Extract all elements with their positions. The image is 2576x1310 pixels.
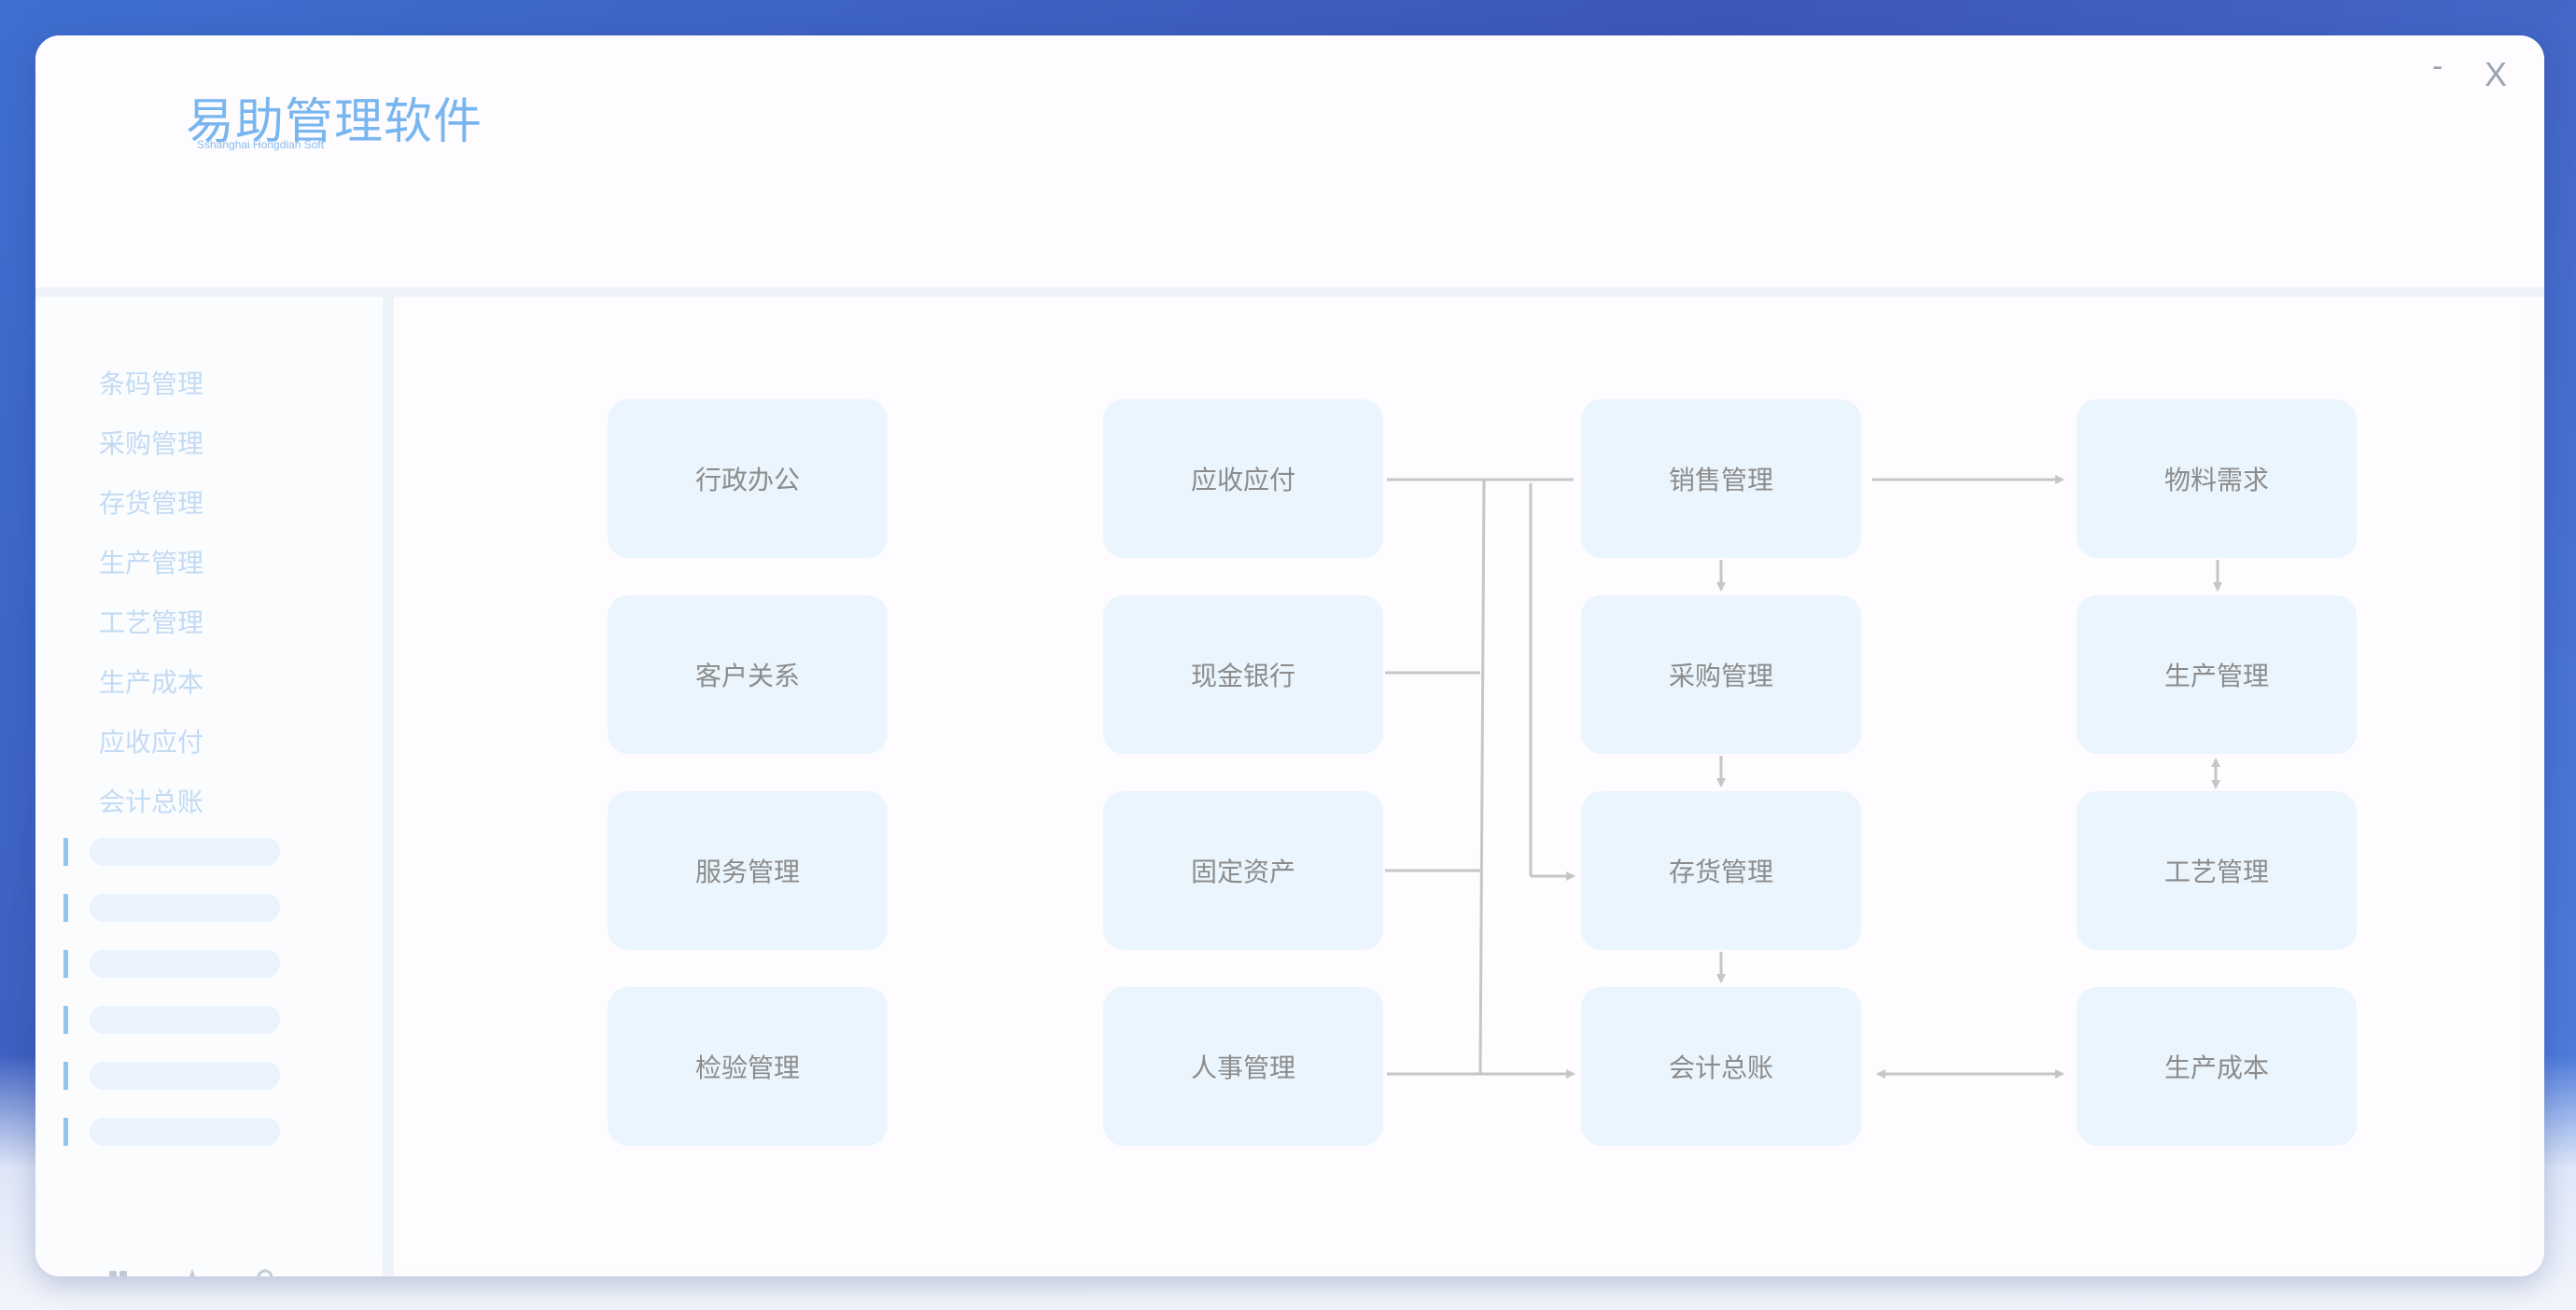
module-card-receivables[interactable]: 应收应付 (1103, 399, 1383, 558)
placeholder-item (90, 1006, 280, 1034)
module-card-inspection[interactable]: 检验管理 (608, 987, 888, 1146)
module-card-purchase[interactable]: 采购管理 (1581, 595, 1861, 754)
placeholder-item (90, 838, 280, 866)
module-card-production-cost[interactable]: 生产成本 (2077, 987, 2357, 1146)
sidebar-divider (383, 297, 394, 1276)
sidebar-item-inventory[interactable]: 存货管理 (99, 488, 204, 519)
module-card-ledger[interactable]: 会计总账 (1581, 987, 1861, 1146)
sidebar-item-production[interactable]: 生产管理 (99, 548, 204, 578)
module-card-production[interactable]: 生产管理 (2077, 595, 2357, 754)
placeholder-item (90, 950, 280, 978)
module-card-inventory[interactable]: 存货管理 (1581, 791, 1861, 950)
header-divider (35, 287, 2544, 297)
search-icon[interactable] (253, 1265, 281, 1276)
sidebar-item-production-cost[interactable]: 生产成本 (99, 667, 204, 698)
module-card-process[interactable]: 工艺管理 (2077, 791, 2357, 950)
app-window: 易助管理软件 Sshanghai Hongdian Soft - X 条码管理 … (35, 35, 2544, 1276)
placeholder-marker (63, 1062, 68, 1090)
module-card-service[interactable]: 服务管理 (608, 791, 888, 950)
placeholder-marker (63, 1118, 68, 1146)
placeholder-marker (63, 838, 68, 866)
sidebar-item-purchase[interactable]: 采购管理 (99, 428, 204, 459)
placeholder-marker (63, 950, 68, 978)
sidebar-item-ledger[interactable]: 会计总账 (99, 787, 204, 817)
module-card-crm[interactable]: 客户关系 (608, 595, 888, 754)
app-subtitle: Sshanghai Hongdian Soft (197, 138, 325, 151)
sidebar: 条码管理 采购管理 存货管理 生产管理 工艺管理 生产成本 应收应付 会计总账 (35, 297, 383, 1276)
module-card-admin-office[interactable]: 行政办公 (608, 399, 888, 558)
placeholder-item (90, 1118, 280, 1146)
module-card-cash-bank[interactable]: 现金银行 (1103, 595, 1383, 754)
module-card-mrp[interactable]: 物料需求 (2077, 399, 2357, 558)
placeholder-marker (63, 1006, 68, 1034)
header: 易助管理软件 Sshanghai Hongdian Soft - X (35, 35, 2544, 287)
placeholder-item (90, 1062, 280, 1090)
sidebar-item-process[interactable]: 工艺管理 (99, 607, 204, 638)
sidebar-item-barcode[interactable]: 条码管理 (99, 369, 204, 399)
placeholder-marker (63, 894, 68, 922)
grid-icon[interactable] (105, 1265, 133, 1276)
app-title: 易助管理软件 (186, 94, 483, 150)
minimize-button[interactable]: - (2432, 49, 2443, 84)
module-card-fixed-assets[interactable]: 固定资产 (1103, 791, 1383, 950)
placeholder-item (90, 894, 280, 922)
module-card-hr[interactable]: 人事管理 (1103, 987, 1383, 1146)
close-button[interactable]: X (2485, 55, 2508, 93)
module-card-sales[interactable]: 销售管理 (1581, 399, 1861, 558)
star-icon[interactable] (178, 1265, 206, 1276)
sidebar-item-receivables[interactable]: 应收应付 (99, 727, 204, 758)
